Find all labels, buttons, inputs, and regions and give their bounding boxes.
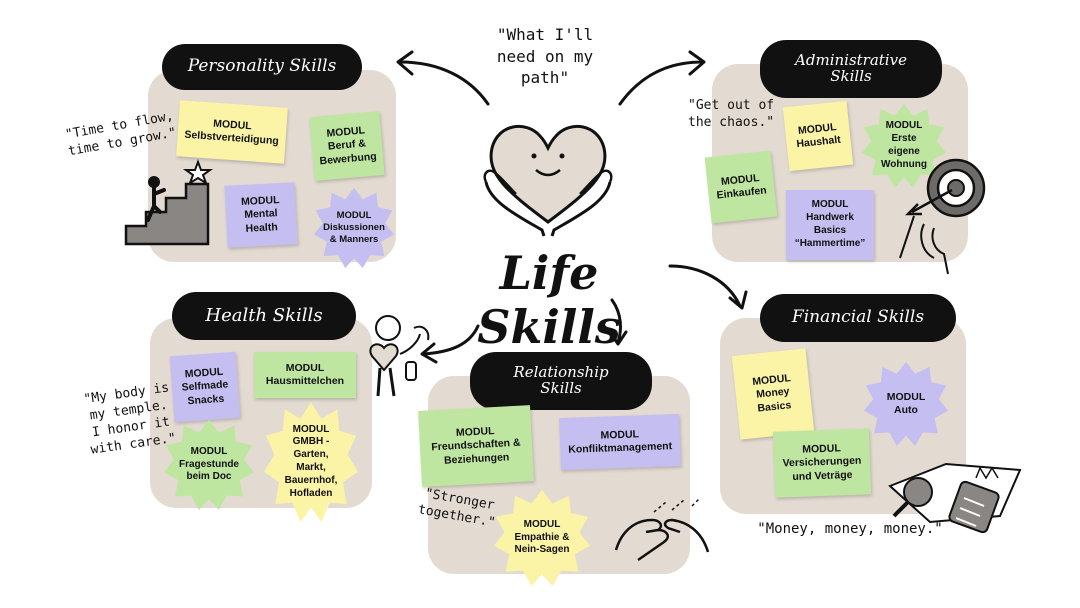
module-einkaufen: MODUL Einkaufen [704, 150, 778, 224]
health-title: Health Skills [172, 292, 356, 340]
module-selbstverteidigung: MODUL Selbstverteidigung [176, 100, 288, 164]
personality-title: Personality Skills [162, 44, 362, 90]
module-money-basics: MODUL Money Basics [731, 348, 815, 440]
calculator-icon [888, 462, 1022, 534]
center-quote: "What I'll need on my path" [496, 25, 594, 88]
life-skills-title: Life Skills [477, 246, 621, 354]
target-arrow-icon [899, 158, 986, 275]
relationship-title: Relationship Skills [470, 352, 652, 410]
administrative-quote: "Get out of the chaos." [688, 98, 775, 130]
module-handwerk-basics: MODUL Handwerk Basics “Hammertime” [786, 190, 874, 260]
module-freundschaften-beziehungen: MODUL Freundschaften & Beziehungen [418, 405, 534, 487]
person-heart-icon [369, 315, 430, 397]
module-beruf-bewerbung: MODUL Beruf & Bewerbung [309, 111, 385, 181]
administrative-title: Administrative Skills [760, 40, 942, 98]
module-selfmade-snacks: MODUL Selfmade Snacks [169, 351, 241, 423]
module-hausmittelchen: MODUL Hausmittelchen [254, 352, 356, 398]
heart-hands-icon [483, 125, 613, 237]
stairs-star-icon [124, 159, 214, 246]
module-versicherungen-vertraege: MODUL Versicherungen und Veträge [772, 428, 872, 498]
module-mental-health: MODUL Mental Health [224, 182, 298, 248]
module-haushalt: MODUL Haushalt [782, 100, 854, 172]
pinky-promise-icon [614, 497, 710, 562]
financial-title: Financial Skills [760, 294, 956, 342]
financial-quote: "Money, money, money." [757, 521, 943, 537]
module-konfliktmanagement: MODUL Konfliktmanagement [559, 413, 681, 471]
